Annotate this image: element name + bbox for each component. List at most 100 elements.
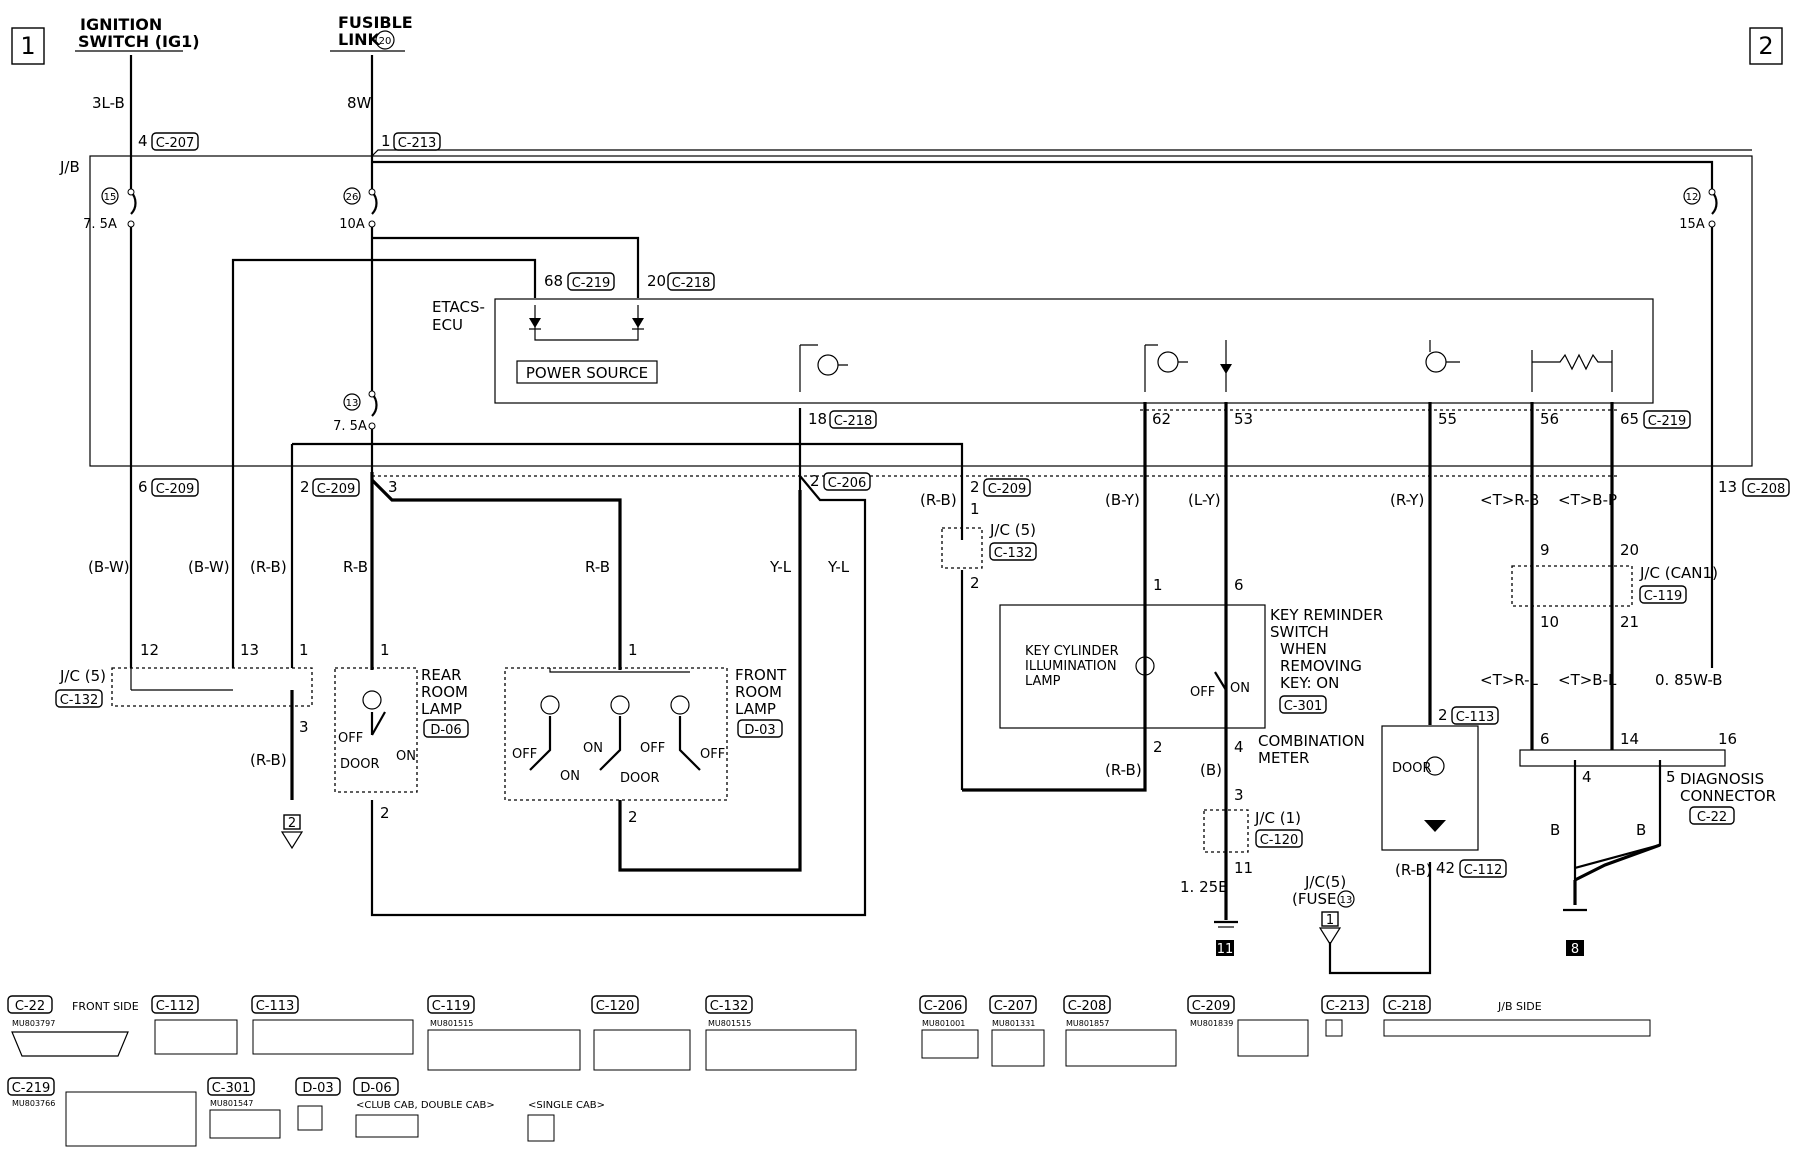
svg-text:13: 13 [240,641,259,659]
jc5-left: 12 13 1 3 J/C (5) C-132 [55,641,313,736]
svg-text:MU801001: MU801001 [922,1019,965,1028]
svg-text:(L-Y): (L-Y) [1188,491,1221,509]
svg-text:DOOR: DOOR [1392,761,1432,776]
svg-text:<T>R-L: <T>R-L [1480,671,1539,689]
power-source-box [516,360,658,384]
fuse-13: 13 7. 5A [333,390,378,434]
svg-text:FRONT SIDE: FRONT SIDE [72,1000,139,1013]
svg-text:C-120: C-120 [1260,833,1299,848]
svg-text:62: 62 [1152,410,1171,428]
legend-c213: C-213 [1321,995,1369,1037]
pin-56: 56 [1540,410,1559,428]
legend-c112: C-112 [151,995,238,1055]
svg-text:MU801515: MU801515 [430,1019,473,1028]
svg-text:1: 1 [970,500,980,518]
svg-text:13: 13 [1340,895,1353,906]
svg-text:2: 2 [288,816,296,831]
svg-text:13: 13 [1718,478,1737,496]
svg-text:C-218: C-218 [672,276,711,291]
svg-text:4: 4 [1582,768,1592,786]
svg-text:J/C (5): J/C (5) [989,521,1036,539]
svg-text:<T>R-B: <T>R-B [1480,491,1539,509]
svg-text:REAR: REAR [421,666,462,684]
svg-text:ON: ON [560,769,580,784]
jc5-middle: 1 2 J/C (5) C-132 [941,500,1037,592]
connector-tag-c218-20: 20 C-218 [647,272,715,291]
svg-text:3: 3 [388,478,398,496]
svg-text:56: 56 [1540,410,1559,428]
fusible-link-label: FUSIBLE LINK 20 [330,13,413,52]
svg-text:D-03: D-03 [744,723,775,738]
svg-text:<T>B-P: <T>B-P [1558,491,1617,509]
svg-text:C-22: C-22 [1697,810,1727,825]
legend-c208: C-208 MU801857 [1063,995,1177,1067]
svg-text:<SINGLE CAB>: <SINGLE CAB> [528,1100,605,1111]
svg-text:J/B SIDE: J/B SIDE [1497,1000,1542,1013]
svg-text:C-209: C-209 [988,482,1027,497]
svg-text:OFF: OFF [700,747,725,762]
svg-text:20: 20 [1620,541,1639,559]
connector-legend: C-22 MU803797 FRONT SIDE C-112 C-113 C-1… [7,995,1651,1147]
legend-c120: C-120 [591,995,691,1071]
svg-text:C-112: C-112 [1464,863,1503,878]
svg-text:LAMP: LAMP [421,700,462,718]
svg-text:B: B [1636,821,1646,839]
svg-text:21: 21 [1620,613,1639,631]
legend-c207: C-207 MU801331 [989,995,1045,1067]
connector-tag-c208: 13 C-208 [1718,478,1790,497]
svg-text:3L-B: 3L-B [92,94,125,112]
connector-tag-c207: 4 C-207 [138,132,199,151]
svg-text:B: B [1550,821,1560,839]
svg-text:LINK: LINK [338,30,381,49]
svg-text:MU803797: MU803797 [12,1019,55,1028]
legend-c113: C-113 [251,995,414,1055]
svg-text:ILLUMINATION: ILLUMINATION [1025,659,1117,674]
svg-text:C-208: C-208 [1068,999,1107,1014]
svg-text:DOOR: DOOR [620,771,660,786]
svg-text:MU801839: MU801839 [1190,1019,1233,1028]
svg-text:C-218: C-218 [834,414,873,429]
svg-text:C-209: C-209 [317,482,356,497]
svg-text:WHEN: WHEN [1280,640,1327,658]
svg-text:ON: ON [396,749,416,764]
ecu-diode-1 [529,318,541,330]
svg-text:9: 9 [1540,541,1550,559]
ecu-diode-3 [1220,340,1232,392]
svg-text:OFF: OFF [512,747,537,762]
svg-text:LAMP: LAMP [1025,674,1061,689]
svg-text:12: 12 [1686,192,1699,203]
svg-text:LAMP: LAMP [735,700,776,718]
svg-text:7. 5A: 7. 5A [333,419,367,434]
connector-tag-c213: 1 C-213 [381,132,441,151]
diagnosis-connector: 6 14 16 4 5 DIAGNOSIS CONNECTOR C-22 8 [1519,730,1776,957]
svg-text:26: 26 [346,192,359,203]
pin-53: 53 [1234,410,1253,428]
svg-text:10A: 10A [339,217,365,232]
svg-text:KEY CYLINDER: KEY CYLINDER [1025,644,1119,659]
etacs-ecu-outline [494,298,1654,404]
svg-text:C-207: C-207 [994,999,1033,1014]
svg-text:C-213: C-213 [1326,999,1365,1014]
jb-label: J/B [59,158,80,176]
svg-text:SWITCH (IG1): SWITCH (IG1) [78,32,200,51]
svg-text:REMOVING: REMOVING [1280,657,1362,675]
power-source-label: POWER SOURCE [526,364,648,382]
svg-text:<T>B-L: <T>B-L [1558,671,1617,689]
svg-text:Y-L: Y-L [827,558,850,576]
page-tag-right: 2 [1749,27,1783,65]
ecu-transistor-2 [1144,344,1188,392]
svg-text:(R-B): (R-B) [250,558,287,576]
wire-labels: 3L-B 8W (B-W) (B-W) (R-B) (R-B) R-B R-B … [88,94,1723,896]
meter-door-indicator: DOOR 2 C-113 42 C-112 [1381,706,1507,878]
svg-text:1: 1 [1153,576,1163,594]
svg-text:(B): (B) [1200,761,1222,779]
svg-text:(FUSE: (FUSE [1292,890,1336,908]
svg-text:OFF: OFF [1190,685,1215,700]
svg-text:D-03: D-03 [302,1081,333,1096]
connector-tag-c219-65: 65 C-219 [1620,410,1691,429]
svg-text:C-132: C-132 [994,546,1033,561]
svg-text:6: 6 [1234,576,1244,594]
svg-text:C-218: C-218 [1388,999,1427,1014]
svg-text:C-213: C-213 [398,136,437,151]
svg-text:2: 2 [628,808,638,826]
